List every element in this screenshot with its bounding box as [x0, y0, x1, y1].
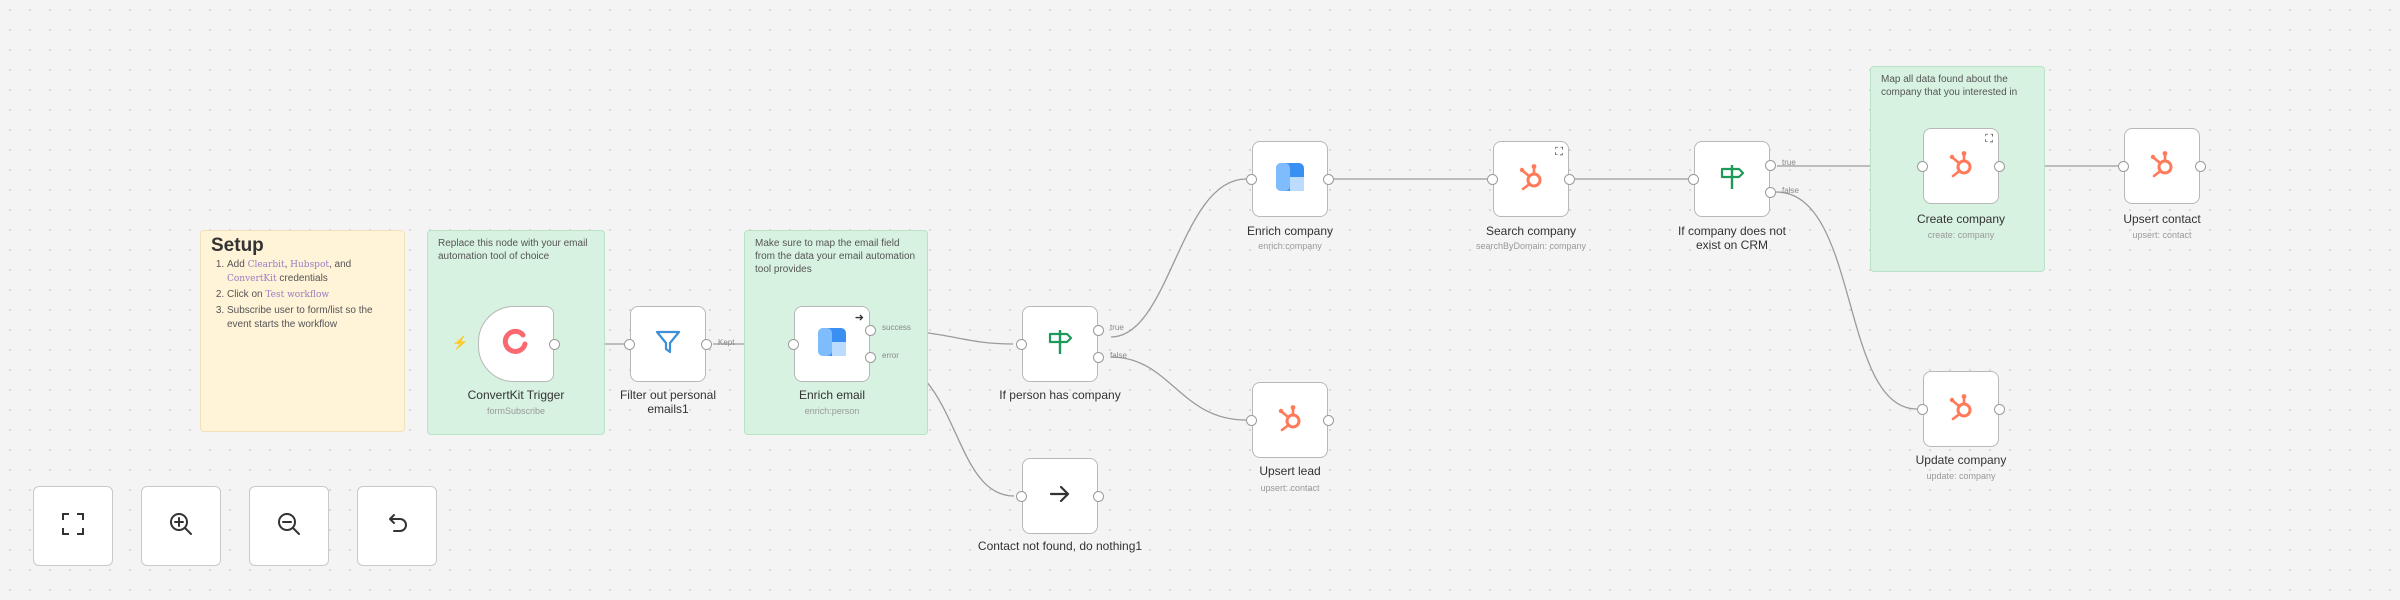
node-create-company[interactable]: ⛶ [1917, 128, 2005, 204]
node-title: Upsert contact [2123, 212, 2201, 226]
node-subtitle: create: company [1927, 230, 1995, 240]
setup-step: Add Clearbit, Hubspot, and ConvertKit cr… [227, 258, 394, 286]
arrow-right-icon [1047, 481, 1073, 512]
node-title: Enrich email [798, 388, 866, 402]
trigger-bolt-icon: ⚡ [452, 335, 469, 350]
node-title: If person has company [999, 388, 1121, 402]
fit-view-button[interactable] [33, 486, 113, 566]
node-subtitle: searchByDomain: company [1475, 241, 1587, 251]
node-subtitle: formSubscribe [486, 406, 546, 416]
signpost-icon [1044, 326, 1076, 363]
fit-view-icon [59, 510, 87, 543]
zoom-in-button[interactable] [141, 486, 221, 566]
node-title: Create company [1916, 212, 2006, 226]
output-port-error[interactable] [865, 352, 876, 363]
port-label: false [1782, 186, 1799, 195]
node-enrich-email[interactable]: ➜ success error [788, 306, 911, 382]
node-subtitle: enrich:company [1258, 241, 1322, 251]
output-port-false[interactable] [1765, 187, 1776, 198]
output-port-success[interactable] [865, 325, 876, 336]
output-port-true[interactable] [1765, 160, 1776, 171]
node-if-company-not-exist[interactable]: true false [1688, 141, 1799, 217]
node-subtitle: upsert: contact [1260, 483, 1320, 493]
input-port[interactable] [788, 339, 799, 350]
connection[interactable] [1110, 356, 1247, 421]
convertkit-icon [499, 325, 533, 364]
input-port[interactable] [1016, 491, 1027, 502]
node-contact-not-found[interactable] [1016, 458, 1104, 534]
node-filter-personal-emails[interactable]: Kept [624, 306, 734, 382]
funnel-icon [653, 327, 683, 362]
setup-title: Setup [211, 235, 264, 256]
setup-steps: Add Clearbit, Hubspot, and ConvertKit cr… [211, 258, 394, 332]
hubspot-icon [2147, 149, 2177, 184]
node-subtitle: upsert: contact [2132, 230, 2192, 240]
output-port-false[interactable] [1093, 352, 1104, 363]
zoom-out-button[interactable] [249, 486, 329, 566]
node-title: Update company [1915, 453, 2007, 467]
output-port[interactable] [1323, 415, 1334, 426]
input-port[interactable] [1487, 174, 1498, 185]
input-port[interactable] [2118, 161, 2129, 172]
node-title: Filter out personal emails1 [619, 388, 717, 416]
output-port[interactable] [1564, 174, 1575, 185]
port-label: success [882, 323, 911, 332]
port-label: false [1110, 351, 1127, 360]
port-label: true [1782, 158, 1796, 167]
node-title: Search company [1485, 224, 1577, 238]
node-update-company[interactable] [1917, 371, 2005, 447]
node-upsert-lead[interactable] [1246, 382, 1334, 458]
output-port[interactable] [2195, 161, 2206, 172]
node-if-person-has-company[interactable]: true false [1016, 306, 1127, 382]
expand-icon: ⛶ [1555, 146, 1563, 158]
connection[interactable] [1775, 191, 1918, 410]
output-port[interactable] [1323, 174, 1334, 185]
reset-zoom-icon [383, 510, 411, 543]
node-convertkit-trigger[interactable] [478, 306, 560, 382]
hubspot-icon [1946, 149, 1976, 184]
input-port[interactable] [1246, 415, 1257, 426]
signpost-icon [1716, 161, 1748, 198]
reset-zoom-button[interactable] [357, 486, 437, 566]
zoom-out-icon [275, 510, 303, 543]
output-port-true[interactable] [1093, 325, 1104, 336]
input-port[interactable] [1917, 161, 1928, 172]
input-port[interactable] [1688, 174, 1699, 185]
node-title: Enrich company [1246, 224, 1334, 238]
node-subtitle: enrich:person [804, 406, 860, 416]
node-enrich-company[interactable] [1246, 141, 1334, 217]
setup-step: Subscribe user to form/list so the event… [227, 304, 394, 332]
input-port[interactable] [624, 339, 635, 350]
node-subtitle: update: company [1926, 471, 1996, 481]
node-title: Upsert lead [1259, 464, 1321, 478]
node-upsert-contact[interactable] [2118, 128, 2206, 204]
port-label: true [1110, 323, 1124, 332]
node-search-company[interactable]: ⛶ [1487, 141, 1575, 217]
port-label: error [882, 351, 899, 360]
port-label: Kept [718, 338, 735, 347]
output-port[interactable] [549, 339, 560, 350]
output-port[interactable] [1994, 404, 2005, 415]
hubspot-icon [1516, 162, 1546, 197]
action-arrow-icon: ➜ [854, 312, 864, 324]
output-port[interactable] [1994, 161, 2005, 172]
node-title: If company does not exist on CRM [1677, 224, 1787, 252]
expand-icon: ⛶ [1985, 133, 1993, 145]
node-title: ConvertKit Trigger [467, 388, 565, 402]
hubspot-icon [1275, 403, 1305, 438]
input-port[interactable] [1016, 339, 1027, 350]
setup-note[interactable]: Setup Add Clearbit, Hubspot, and Convert… [200, 230, 405, 432]
hubspot-icon [1946, 392, 1976, 427]
clearbit-icon [1275, 162, 1305, 197]
output-port[interactable] [701, 339, 712, 350]
input-port[interactable] [1917, 404, 1928, 415]
setup-step: Click on Test workflow [227, 288, 394, 302]
connection[interactable] [1110, 178, 1247, 338]
output-port[interactable] [1093, 491, 1104, 502]
node-title: Contact not found, do nothing1 [977, 539, 1143, 553]
input-port[interactable] [1246, 174, 1257, 185]
zoom-in-icon [167, 510, 195, 543]
clearbit-icon [817, 327, 847, 362]
